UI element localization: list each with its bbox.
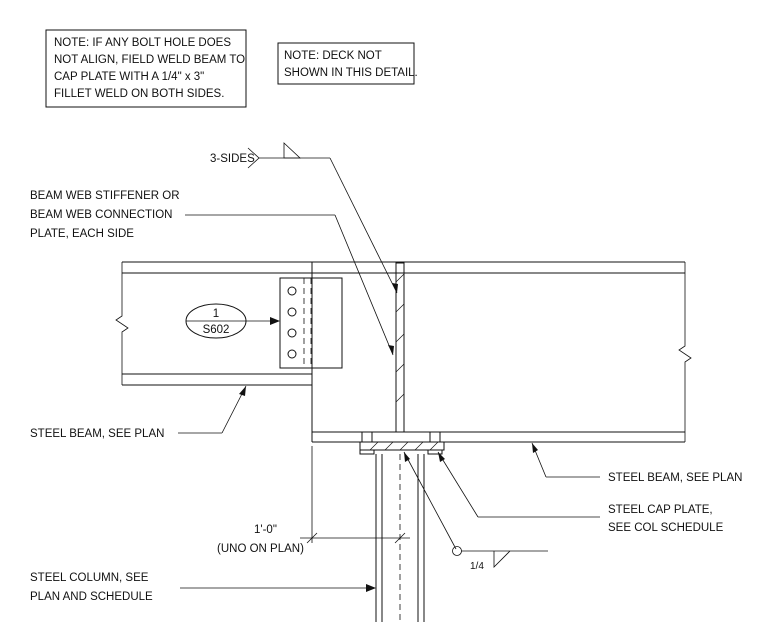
cap-plate-label: STEEL CAP PLATE, SEE COL SCHEDULE — [437, 451, 724, 534]
weld-leader-arrowhead — [392, 283, 398, 293]
right-beam-label-text: STEEL BEAM, SEE PLAN — [608, 472, 742, 484]
left-beam-leader-arrowhead — [239, 386, 246, 396]
bolt-4 — [287, 349, 297, 359]
deck-note: NOTE: DECK NOT SHOWN IN THIS DETAIL. — [277, 42, 418, 85]
stiffener-label-line-1: BEAM WEB STIFFENER OR — [30, 190, 180, 202]
deck-note-line-1: NOTE: DECK NOT — [284, 50, 382, 62]
web-stiffener — [395, 262, 405, 433]
bolt-hole-note-line-2: NOT ALIGN, FIELD WELD BEAM TO — [54, 54, 245, 66]
left-steel-beam — [115, 261, 312, 386]
dimension-note: (UNO ON PLAN) — [217, 543, 304, 555]
stiffener-leader-arrowhead — [388, 345, 394, 355]
left-beam-break-line — [115, 262, 129, 385]
bolt-hole-note: NOTE: IF ANY BOLT HOLE DOES NOT ALIGN, F… — [45, 29, 247, 108]
callout-arrowhead — [270, 317, 280, 325]
steel-cap-plate — [359, 431, 445, 455]
weld-all-around-circle — [452, 546, 462, 556]
column-label: STEEL COLUMN, SEE PLAN AND SCHEDULE — [30, 572, 376, 603]
bolt-3 — [287, 328, 297, 338]
weld-symbol-tail-text: 3-SIDES — [210, 153, 255, 165]
cap-bolt-left-head — [361, 431, 373, 443]
weld-symbol: 3-SIDES — [210, 142, 398, 294]
cap-weld-leader — [403, 451, 457, 550]
cap-plate-leader-diagonal — [437, 451, 479, 518]
dimension-value: 1'-0" — [254, 524, 277, 536]
right-beam-break-line — [678, 262, 692, 442]
bolt-hole-note-line-4: FILLET WELD ON BOTH SIDES. — [54, 88, 224, 100]
bolt-2 — [287, 307, 297, 317]
callout-sheet-number: S602 — [203, 324, 230, 336]
right-beam-label: STEEL BEAM, SEE PLAN — [531, 442, 742, 484]
column-leader-arrowhead — [366, 584, 376, 592]
weld-leader-line — [329, 157, 398, 294]
left-beam-label: STEEL BEAM, SEE PLAN — [30, 385, 247, 440]
cap-bolt-right-nut — [427, 449, 443, 455]
callout-detail-number: 1 — [213, 308, 219, 320]
stiffener-plate — [395, 262, 405, 433]
left-beam-label-text: STEEL BEAM, SEE PLAN — [30, 428, 164, 440]
dimension-tick-right — [394, 532, 406, 544]
dimension-1ft: 1'-0" (UNO ON PLAN) — [217, 446, 410, 555]
cap-weld-arrowhead — [404, 452, 410, 462]
column-label-line-1: STEEL COLUMN, SEE — [30, 572, 149, 584]
deck-note-line-2: SHOWN IN THIS DETAIL. — [284, 67, 418, 79]
detail-callout: 1 S602 — [185, 303, 280, 339]
connection-plate — [279, 277, 343, 369]
right-beam-leader-arrowhead — [532, 443, 538, 453]
cap-bolt-left-nut — [359, 449, 375, 455]
cap-fillet-triangle — [493, 550, 511, 568]
stiffener-label-line-2: BEAM WEB CONNECTION — [30, 209, 172, 221]
fillet-weld-size: 1/4 — [470, 561, 484, 572]
bolt-1 — [287, 286, 297, 296]
cap-plate-outline — [359, 441, 445, 451]
bolt-hole-note-line-3: CAP PLATE WITH A 1/4" x 3" — [54, 71, 204, 83]
stiffener-label-line-3: PLATE, EACH SIDE — [30, 228, 134, 240]
fillet-weld-triangle — [283, 142, 302, 159]
cap-plate-leader-arrowhead — [438, 452, 445, 462]
cap-plate-label-line-2: SEE COL SCHEDULE — [608, 522, 724, 534]
stiffener-label: BEAM WEB STIFFENER OR BEAM WEB CONNECTIO… — [30, 190, 394, 356]
stiffener-leader-diagonal — [334, 214, 394, 356]
cap-bolt-right-head — [429, 431, 441, 443]
column-label-line-2: PLAN AND SCHEDULE — [30, 591, 153, 603]
bolt-hole-note-line-1: NOTE: IF ANY BOLT HOLE DOES — [54, 37, 231, 49]
cap-plate-label-line-1: STEEL CAP PLATE, — [608, 504, 713, 516]
right-steel-beam — [311, 261, 692, 443]
cap-fillet-weld-symbol: 1/4 — [403, 451, 548, 572]
dimension-tick-left — [306, 532, 318, 544]
